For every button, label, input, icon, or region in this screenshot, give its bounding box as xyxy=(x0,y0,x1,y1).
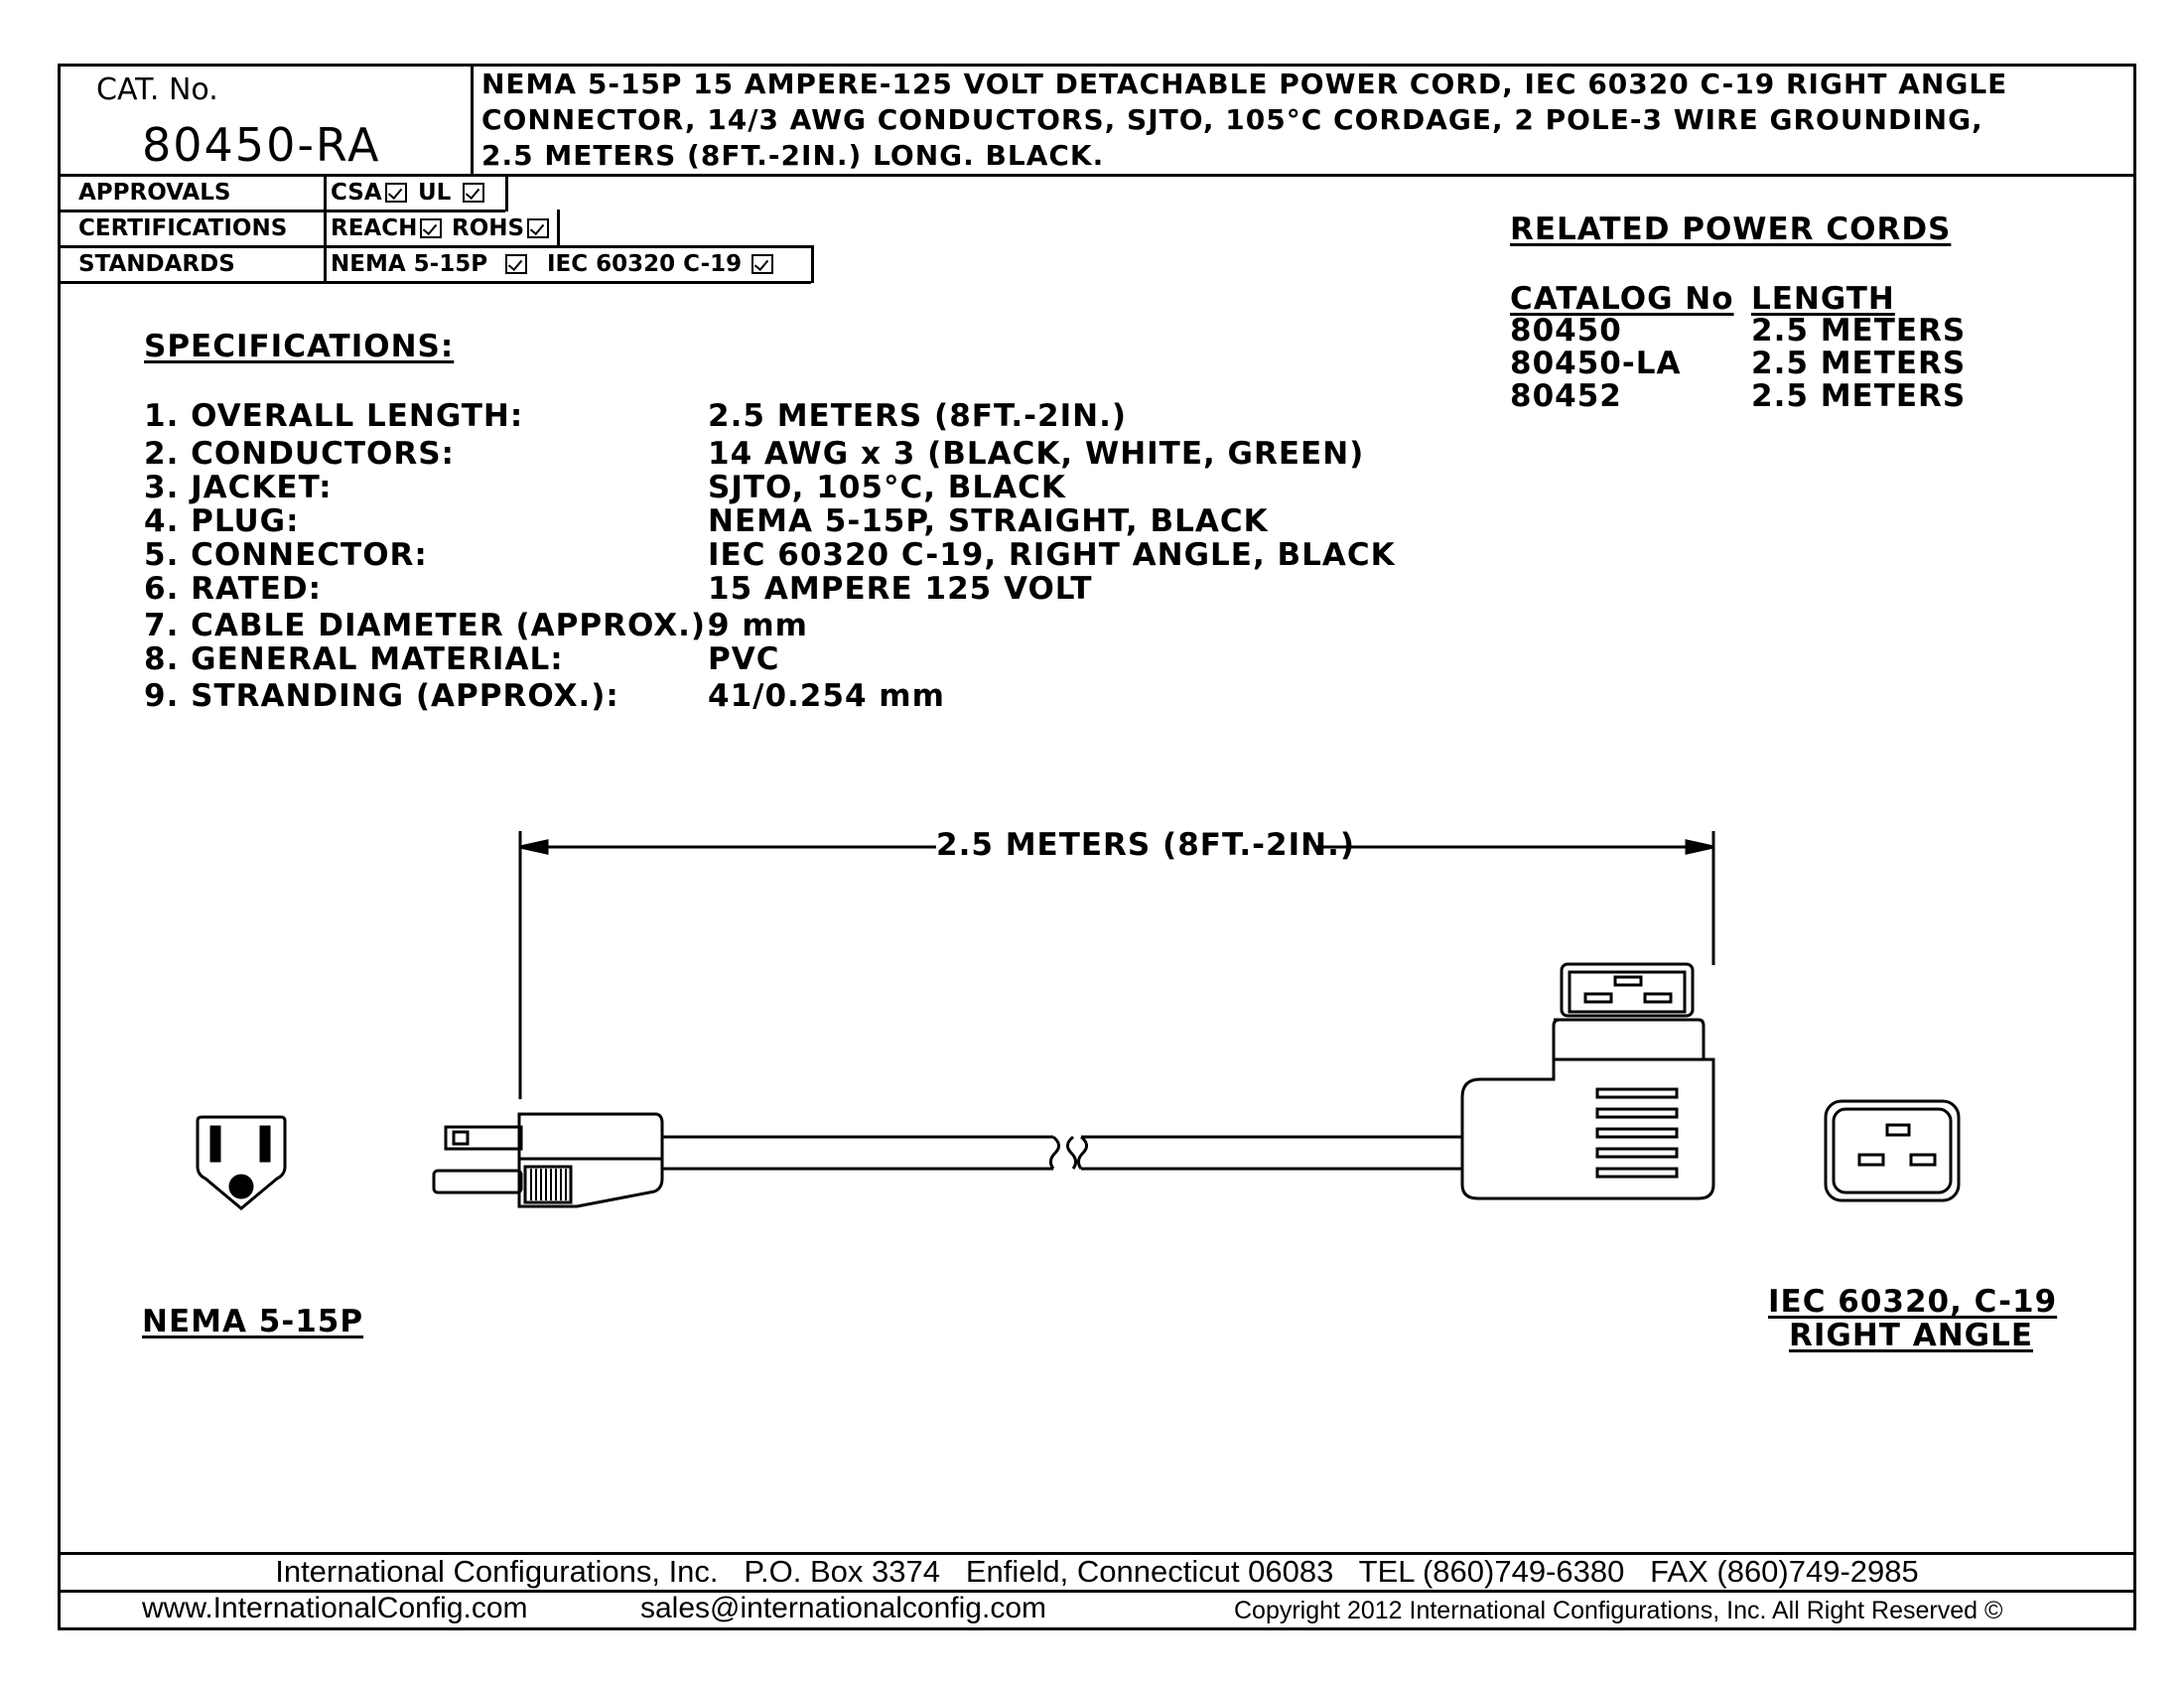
spec-label: 6. RATED: xyxy=(144,571,323,607)
related-catalog: 80450-LA xyxy=(1510,346,1682,381)
connector-label-1: IEC 60320, C-19 xyxy=(1768,1284,2058,1320)
std-iec-text: IEC 60320 C-19 xyxy=(547,251,743,277)
compliance-rule xyxy=(61,210,505,212)
cert-rohs-text: ROHS xyxy=(452,215,525,241)
cert-rohs: ROHS xyxy=(452,215,550,241)
spec-value: NEMA 5-15P, STRAIGHT, BLACK xyxy=(708,503,1269,539)
cat-number: 80450-RA xyxy=(142,118,381,172)
footer-address: International Configurations, Inc. P.O. … xyxy=(275,1554,1919,1589)
approvals-label: APPROVALS xyxy=(78,180,231,206)
connector-label-2: RIGHT ANGLE xyxy=(1788,1318,2034,1353)
related-length-list: 2.5 METERS 2.5 METERS 2.5 METERS xyxy=(1751,315,1966,413)
related-length: 2.5 METERS xyxy=(1751,346,1967,381)
arrow-right-icon xyxy=(1685,839,1714,855)
related-title: RELATED POWER CORDS xyxy=(1510,211,1952,247)
footer-copyright: Copyright 2012 International Configurati… xyxy=(1234,1597,2003,1624)
certifications-label: CERTIFICATIONS xyxy=(78,215,288,241)
checkbox-icon xyxy=(463,183,485,203)
std-iec: IEC 60320 C-19 xyxy=(547,251,774,277)
spec-value: 15 AMPERE 125 VOLT xyxy=(708,571,1093,607)
connector-side-icon xyxy=(1460,962,1715,1200)
compliance-rule xyxy=(324,174,327,283)
cord-drawing xyxy=(196,831,1961,1210)
approval-ul: UL xyxy=(418,180,485,206)
description: NEMA 5-15P 15 AMPERE-125 VOLT DETACHABLE… xyxy=(481,67,2007,174)
description-line: NEMA 5-15P 15 AMPERE-125 VOLT DETACHABLE… xyxy=(481,68,2008,100)
spec-value: 14 AWG x 3 (BLACK, WHITE, GREEN) xyxy=(708,436,1365,472)
approval-csa-text: CSA xyxy=(331,180,382,206)
spec-value: SJTO, 105°C, BLACK xyxy=(708,470,1066,505)
compliance-rule xyxy=(811,245,814,283)
spec-value: IEC 60320 C-19, RIGHT ANGLE, BLACK xyxy=(708,537,1396,573)
spec-label: 4. PLUG: xyxy=(144,503,300,539)
related-col-catalog: CATALOG No xyxy=(1510,281,1734,317)
related-catalog: 80450 xyxy=(1510,313,1622,349)
checkbox-icon xyxy=(751,254,774,274)
footer-divider xyxy=(61,1552,2133,1555)
cert-reach: REACH xyxy=(331,215,443,241)
spec-label: 9. STRANDING (APPROX.): xyxy=(144,678,619,714)
checkbox-icon xyxy=(384,183,407,203)
compliance-rule xyxy=(505,174,508,211)
description-line: CONNECTOR, 14/3 AWG CONDUCTORS, SJTO, 10… xyxy=(481,103,1983,136)
footer-divider xyxy=(61,1590,2133,1593)
drawing-sheet: CAT. No. 80450-RA NEMA 5-15P 15 AMPERE-1… xyxy=(58,64,2136,1630)
spec-value: 2.5 METERS (8FT.-2IN.) xyxy=(708,398,1128,434)
description-line: 2.5 METERS (8FT.-2IN.) LONG. BLACK. xyxy=(481,139,1105,172)
std-nema: NEMA 5-15P xyxy=(331,251,528,277)
specifications-title: SPECIFICATIONS: xyxy=(144,329,455,364)
compliance-rule xyxy=(557,210,560,247)
cat-label: CAT. No. xyxy=(96,72,218,107)
footer-website[interactable]: www.InternationalConfig.com xyxy=(142,1592,528,1624)
compliance-rule xyxy=(61,281,811,284)
checkbox-icon xyxy=(527,218,550,238)
spec-label: 8. GENERAL MATERIAL: xyxy=(144,641,564,677)
related-catalog: 80452 xyxy=(1510,378,1622,414)
title-block-vdivider xyxy=(471,67,474,176)
spec-value: 9 mm xyxy=(708,608,808,643)
arrow-left-icon xyxy=(519,839,549,855)
spec-label: 3. JACKET: xyxy=(144,470,333,505)
std-nema-text: NEMA 5-15P xyxy=(331,251,488,277)
plug-side-icon xyxy=(432,1112,664,1208)
related-catalog-list: 80450 80450-LA 80452 xyxy=(1510,315,1681,413)
plug-label: NEMA 5-15P xyxy=(142,1304,364,1339)
cert-reach-text: REACH xyxy=(331,215,418,241)
related-col-length: LENGTH xyxy=(1751,281,1895,317)
spec-value: 41/0.254 mm xyxy=(708,678,945,714)
approval-ul-text: UL xyxy=(418,180,452,206)
dimension-label: 2.5 METERS (8FT.-2IN.) xyxy=(936,827,1356,863)
compliance-rule xyxy=(61,245,811,248)
title-block-divider xyxy=(61,174,2133,177)
standards-label: STANDARDS xyxy=(78,251,235,277)
related-length: 2.5 METERS xyxy=(1751,313,1967,349)
approval-csa: CSA xyxy=(331,180,407,206)
spec-value: PVC xyxy=(708,641,780,677)
nema-face-icon xyxy=(196,1115,287,1210)
checkbox-icon xyxy=(505,254,528,274)
related-length: 2.5 METERS xyxy=(1751,378,1967,414)
c19-face-icon xyxy=(1824,1099,1961,1202)
spec-label: 7. CABLE DIAMETER (APPROX.): xyxy=(144,608,720,643)
checkbox-icon xyxy=(420,218,443,238)
spec-label: 2. CONDUCTORS: xyxy=(144,436,455,472)
footer-email[interactable]: sales@internationalconfig.com xyxy=(640,1592,1046,1624)
spec-label: 5. CONNECTOR: xyxy=(144,537,428,573)
spec-label: 1. OVERALL LENGTH: xyxy=(144,398,524,434)
cable-icon xyxy=(662,1135,1462,1171)
